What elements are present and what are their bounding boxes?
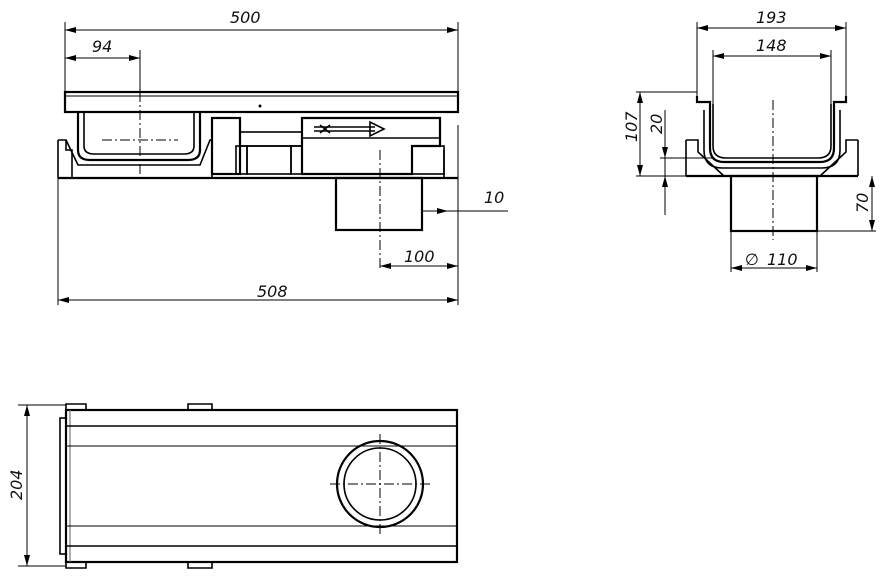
dim-193-label: 193: [756, 8, 787, 27]
dim-20-label: 20: [647, 114, 666, 134]
channel-u-profile: [695, 96, 848, 164]
dim-148-label: 148: [756, 36, 787, 55]
dim-10-label: 10: [484, 188, 504, 207]
outlet-pipe-section: [729, 174, 819, 233]
cross-section-view: 193 148 107 20: [622, 8, 876, 272]
dim-508-label: 508: [257, 282, 288, 301]
left-inlet-chamber: [76, 112, 202, 162]
outlet-pipe-side: [334, 176, 424, 232]
dim-100-label: 100: [404, 247, 435, 266]
dim-500-label: 500: [230, 8, 261, 27]
dim-204-label: 204: [7, 469, 26, 500]
dim-diameter-symbol: ∅: [745, 250, 759, 269]
flow-arrow-icon: [314, 120, 386, 138]
plan-outline: [64, 408, 459, 564]
dim-94-label: 94: [92, 37, 112, 56]
dim-110-label: 110: [767, 250, 798, 269]
dim-70-label: 70: [853, 193, 872, 213]
side-elevation-view: 500 94: [57, 8, 508, 305]
dim-107-label: 107: [622, 111, 641, 142]
grating-plate: [63, 90, 460, 114]
plan-view: 204: [7, 403, 459, 569]
